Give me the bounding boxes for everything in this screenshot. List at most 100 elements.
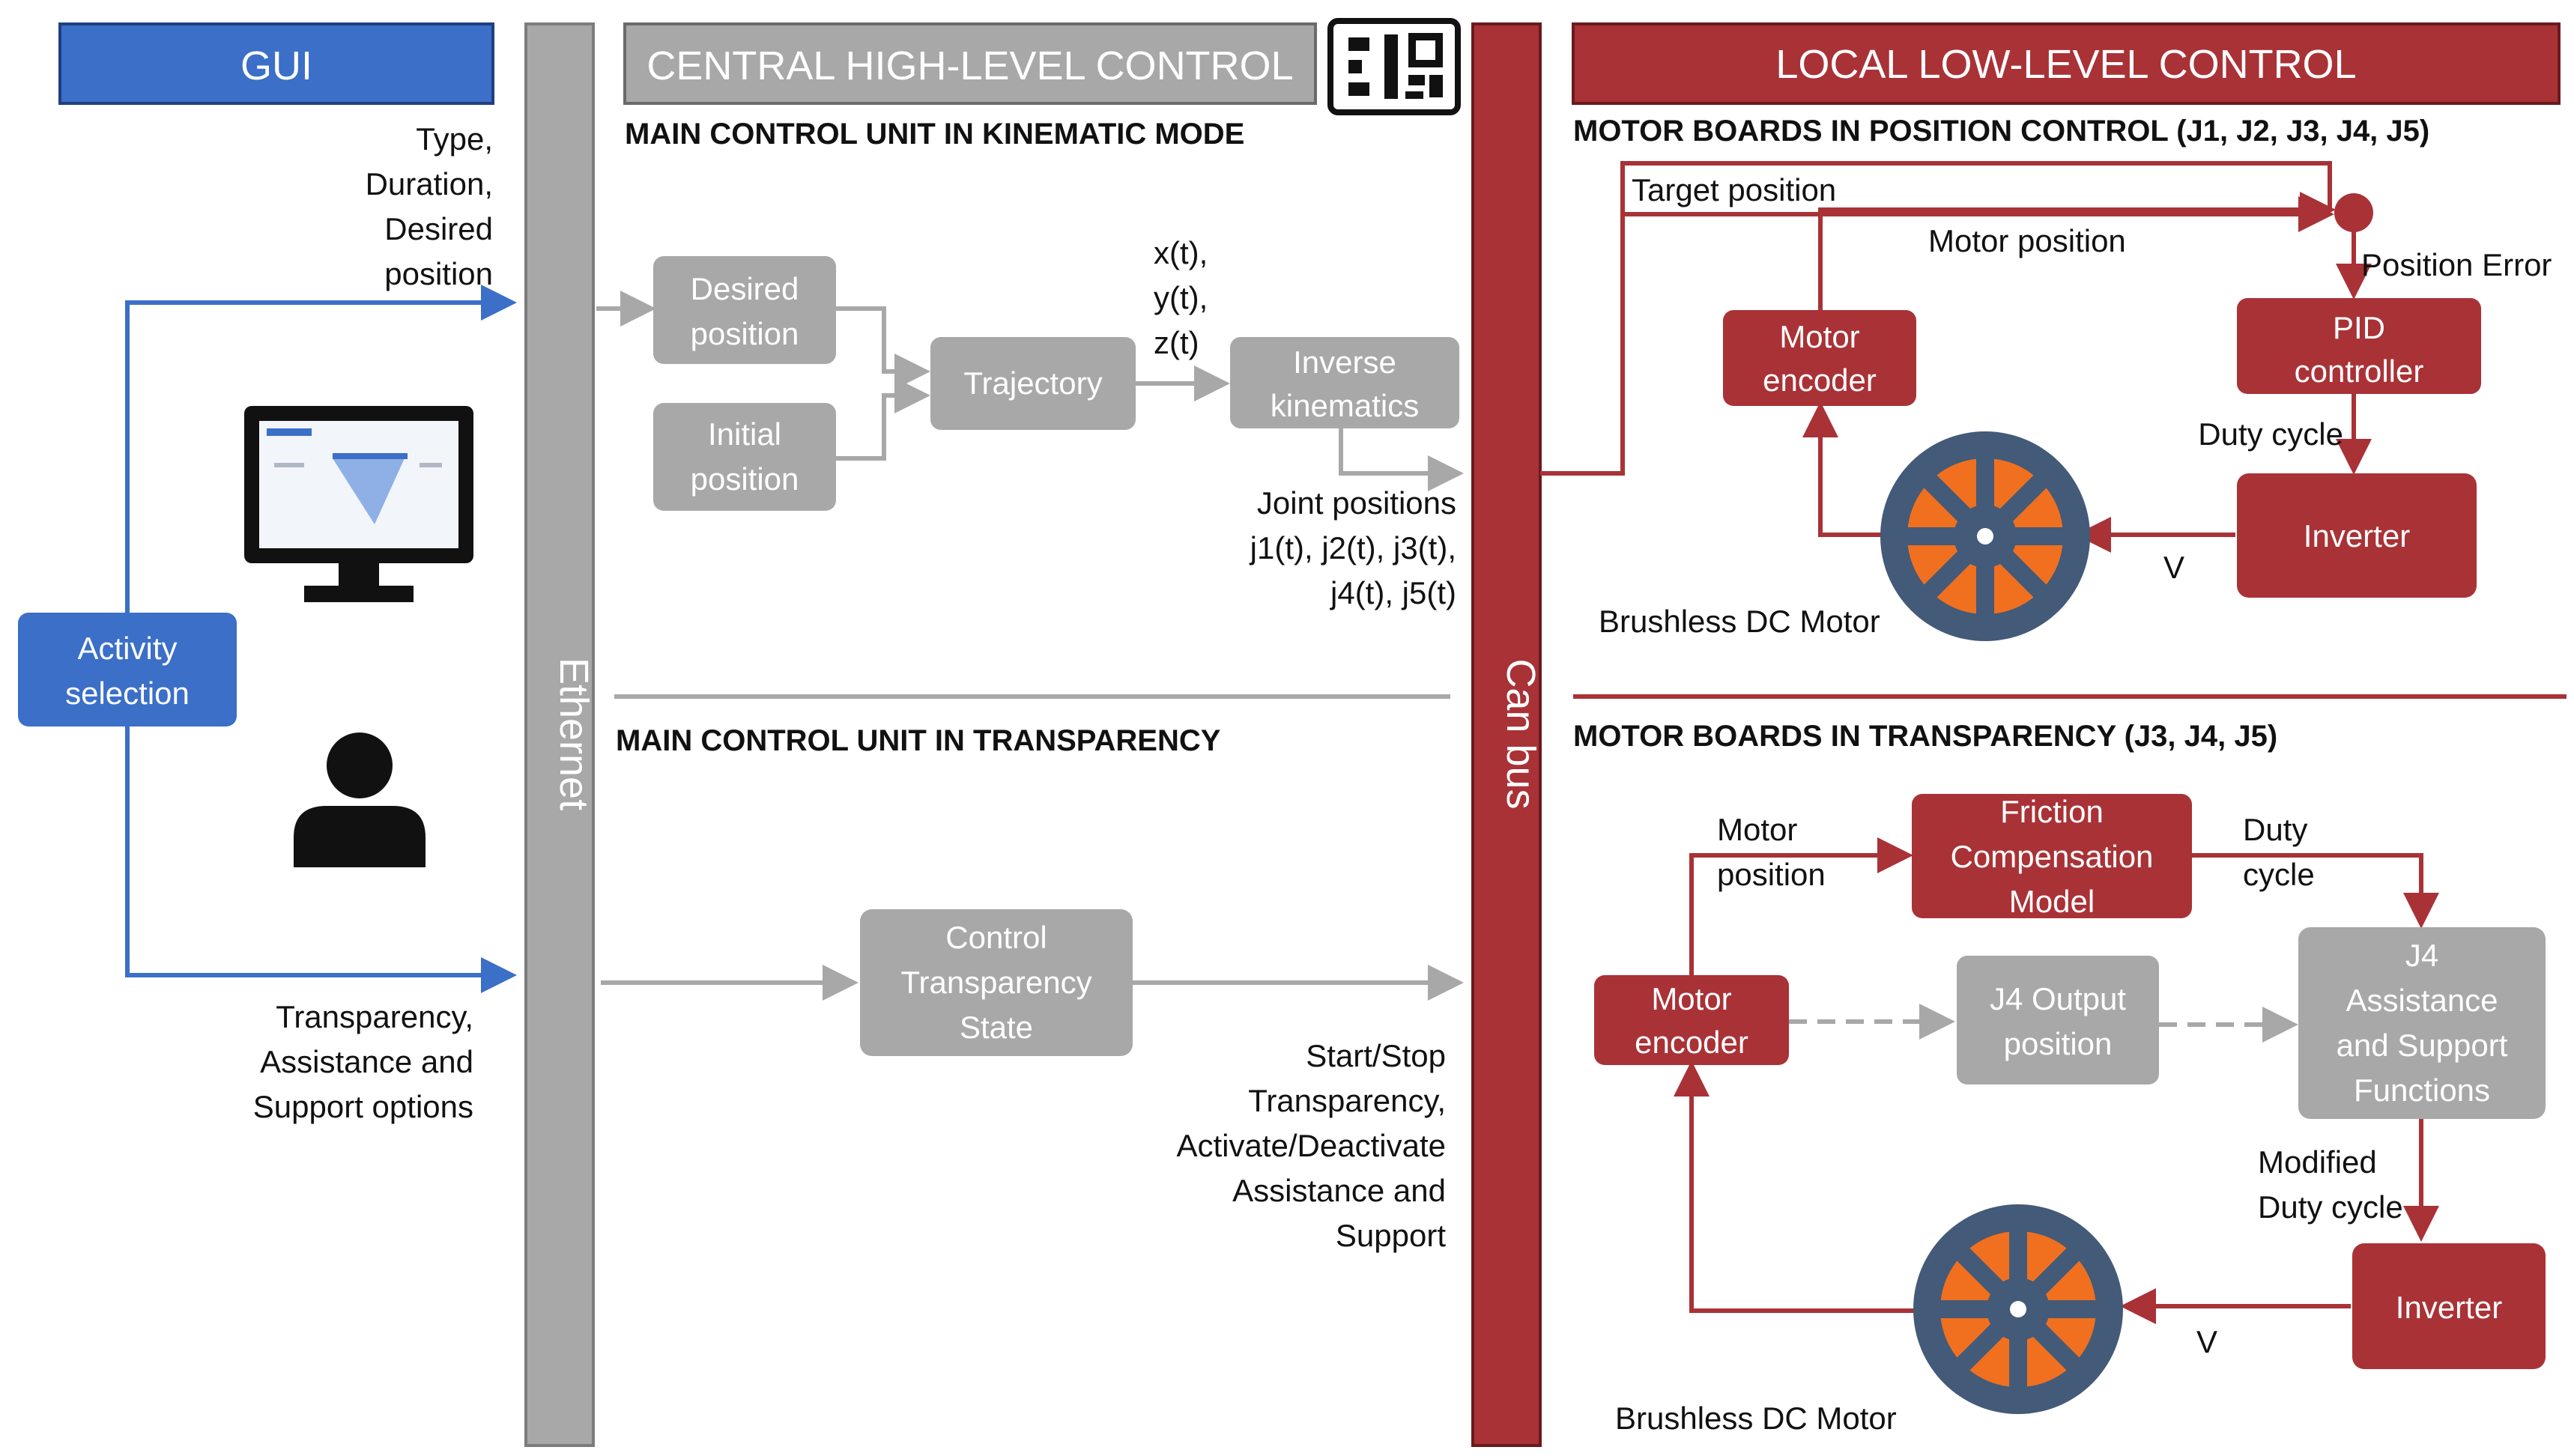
svg-text:Compensation: Compensation <box>1951 839 2154 874</box>
svg-text:Motor: Motor <box>1717 812 1797 847</box>
svg-text:Transparency: Transparency <box>900 965 1091 1000</box>
transparency-section-title: MAIN CONTROL UNIT IN TRANSPARENCY <box>616 724 1221 757</box>
svg-text:Duration,: Duration, <box>366 166 493 201</box>
svg-text:PID: PID <box>2333 310 2385 345</box>
svg-text:position: position <box>1717 857 1826 892</box>
svg-text:J4 Output: J4 Output <box>1990 981 2126 1016</box>
svg-text:State: State <box>960 1010 1033 1045</box>
j4-assistance-box: J4 Assistance and Support Functions <box>2298 927 2546 1119</box>
local-header: LOCAL LOW-LEVEL CONTROL <box>1572 22 2561 105</box>
brushless-motor-icon-position <box>1880 431 2090 641</box>
ethernet-label: Ethernet <box>551 658 596 810</box>
target-position-label: Target position <box>1632 172 1836 207</box>
svg-text:and Support: and Support <box>2337 1028 2508 1063</box>
svg-text:Initial: Initial <box>708 416 781 452</box>
svg-text:Start/Stop: Start/Stop <box>1306 1038 1446 1073</box>
svg-text:cycle: cycle <box>2243 857 2315 892</box>
circuit-board-icon <box>1327 18 1461 115</box>
start-stop-label: Start/Stop Transparency, Activate/Deacti… <box>1176 1038 1446 1253</box>
svg-text:Desired: Desired <box>384 211 493 246</box>
can-bus: Can bus <box>1471 22 1543 1447</box>
local-header-label: LOCAL LOW-LEVEL CONTROL <box>1775 42 2356 87</box>
inverse-kinematics-box: Inverse kinematics <box>1230 337 1459 428</box>
position-error-label: Position Error <box>2361 247 2552 282</box>
svg-text:kinematics: kinematics <box>1271 388 1419 423</box>
canbus-label: Can bus <box>1498 658 1543 809</box>
central-header: CENTRAL HIGH-LEVEL CONTROL <box>623 22 1317 105</box>
svg-text:Assistance and: Assistance and <box>260 1044 473 1079</box>
svg-text:Motor: Motor <box>1779 319 1859 354</box>
svg-text:Assistance and: Assistance and <box>1232 1173 1446 1208</box>
transparency-dashed-lines <box>1789 1004 2298 1043</box>
duty-cycle-label-transparency: Duty cycle <box>2243 812 2315 892</box>
svg-text:Type,: Type, <box>416 121 493 157</box>
svg-text:controller: controller <box>2295 354 2424 389</box>
svg-text:Inverter: Inverter <box>2396 1290 2502 1325</box>
activity-selection-box: Activity selection <box>18 613 237 727</box>
svg-text:Support options: Support options <box>253 1089 473 1124</box>
summing-junction <box>2334 193 2373 232</box>
gui-top-label: Type, Duration, Desired position <box>366 121 493 291</box>
joint-positions-label: Joint positions j1(t), j2(t), j3(t), j4(… <box>1249 485 1456 610</box>
svg-text:y(t),: y(t), <box>1154 280 1208 315</box>
xyz-label: x(t), y(t), z(t) <box>1154 235 1208 360</box>
gui-header: GUI <box>58 22 494 105</box>
svg-text:j4(t), j5(t): j4(t), j5(t) <box>1329 575 1456 610</box>
svg-text:Duty: Duty <box>2243 812 2307 847</box>
kinematic-flow-lines <box>596 291 1464 491</box>
gui-header-label: GUI <box>240 43 312 88</box>
svg-text:Friction: Friction <box>2000 794 2104 829</box>
svg-text:selection: selection <box>65 676 190 711</box>
trajectory-box: Trajectory <box>930 337 1136 430</box>
svg-text:Trajectory: Trajectory <box>963 365 1102 401</box>
gui-bottom-label: Transparency, Assistance and Support opt… <box>253 999 473 1124</box>
svg-text:position: position <box>691 461 799 497</box>
svg-text:Control: Control <box>945 920 1047 955</box>
svg-text:Model: Model <box>2009 884 2095 919</box>
position-control-section-title: MOTOR BOARDS IN POSITION CONTROL (J1, J2… <box>1573 115 2429 148</box>
kinematic-section-title: MAIN CONTROL UNIT IN KINEMATIC MODE <box>625 118 1244 151</box>
desired-position-box: Desired position <box>653 256 836 364</box>
friction-compensation-box: Friction Compensation Model <box>1912 794 2192 919</box>
pid-controller-box: PID controller <box>2237 298 2481 394</box>
position-control-flow-lines <box>1540 161 2372 553</box>
svg-text:Modified: Modified <box>2258 1144 2377 1180</box>
gui-flow-lines <box>125 285 517 993</box>
svg-text:Transparency,: Transparency, <box>276 999 473 1034</box>
motor-position-label-transparency: Motor position <box>1717 812 1826 892</box>
svg-text:Inverter: Inverter <box>2304 518 2410 553</box>
user-icon <box>294 732 426 867</box>
svg-text:Support: Support <box>1336 1218 1446 1253</box>
svg-text:position: position <box>2004 1026 2113 1061</box>
svg-text:x(t),: x(t), <box>1154 235 1208 270</box>
svg-text:Motor: Motor <box>1651 981 1731 1016</box>
transparency-motor-flow-lines <box>1674 837 2439 1324</box>
brushless-motor-label-position: Brushless DC Motor <box>1599 604 1880 639</box>
svg-text:Functions: Functions <box>2354 1073 2490 1108</box>
svg-text:Joint positions: Joint positions <box>1257 485 1456 521</box>
svg-text:position: position <box>384 256 493 291</box>
voltage-label-position: V <box>2163 550 2184 585</box>
j4-output-position-box: J4 Output position <box>1957 956 2159 1085</box>
brushless-motor-icon-transparency <box>1913 1204 2123 1414</box>
monitor-icon <box>244 406 473 602</box>
svg-text:Assistance: Assistance <box>2346 983 2498 1018</box>
svg-text:encoder: encoder <box>1635 1025 1748 1060</box>
voltage-label-transparency: V <box>2196 1324 2217 1359</box>
inverter-box-transparency: Inverter <box>2352 1243 2546 1369</box>
svg-text:Transparency,: Transparency, <box>1248 1083 1446 1118</box>
svg-text:Inverse: Inverse <box>1293 345 1396 380</box>
svg-text:J4: J4 <box>2405 938 2438 973</box>
svg-text:encoder: encoder <box>1763 363 1877 398</box>
svg-text:Activity: Activity <box>77 631 177 666</box>
modified-duty-cycle-label: Modified Duty cycle <box>2258 1144 2403 1225</box>
control-transparency-state-box: Control Transparency State <box>860 909 1133 1056</box>
svg-text:j1(t), j2(t), j3(t),: j1(t), j2(t), j3(t), <box>1249 530 1456 565</box>
central-header-label: CENTRAL HIGH-LEVEL CONTROL <box>646 43 1293 88</box>
brushless-motor-label-transparency: Brushless DC Motor <box>1615 1401 1897 1436</box>
svg-text:position: position <box>691 316 799 351</box>
motor-encoder-box-position: Motor encoder <box>1723 310 1916 406</box>
svg-text:Desired: Desired <box>691 271 799 306</box>
svg-text:z(t): z(t) <box>1154 325 1199 360</box>
